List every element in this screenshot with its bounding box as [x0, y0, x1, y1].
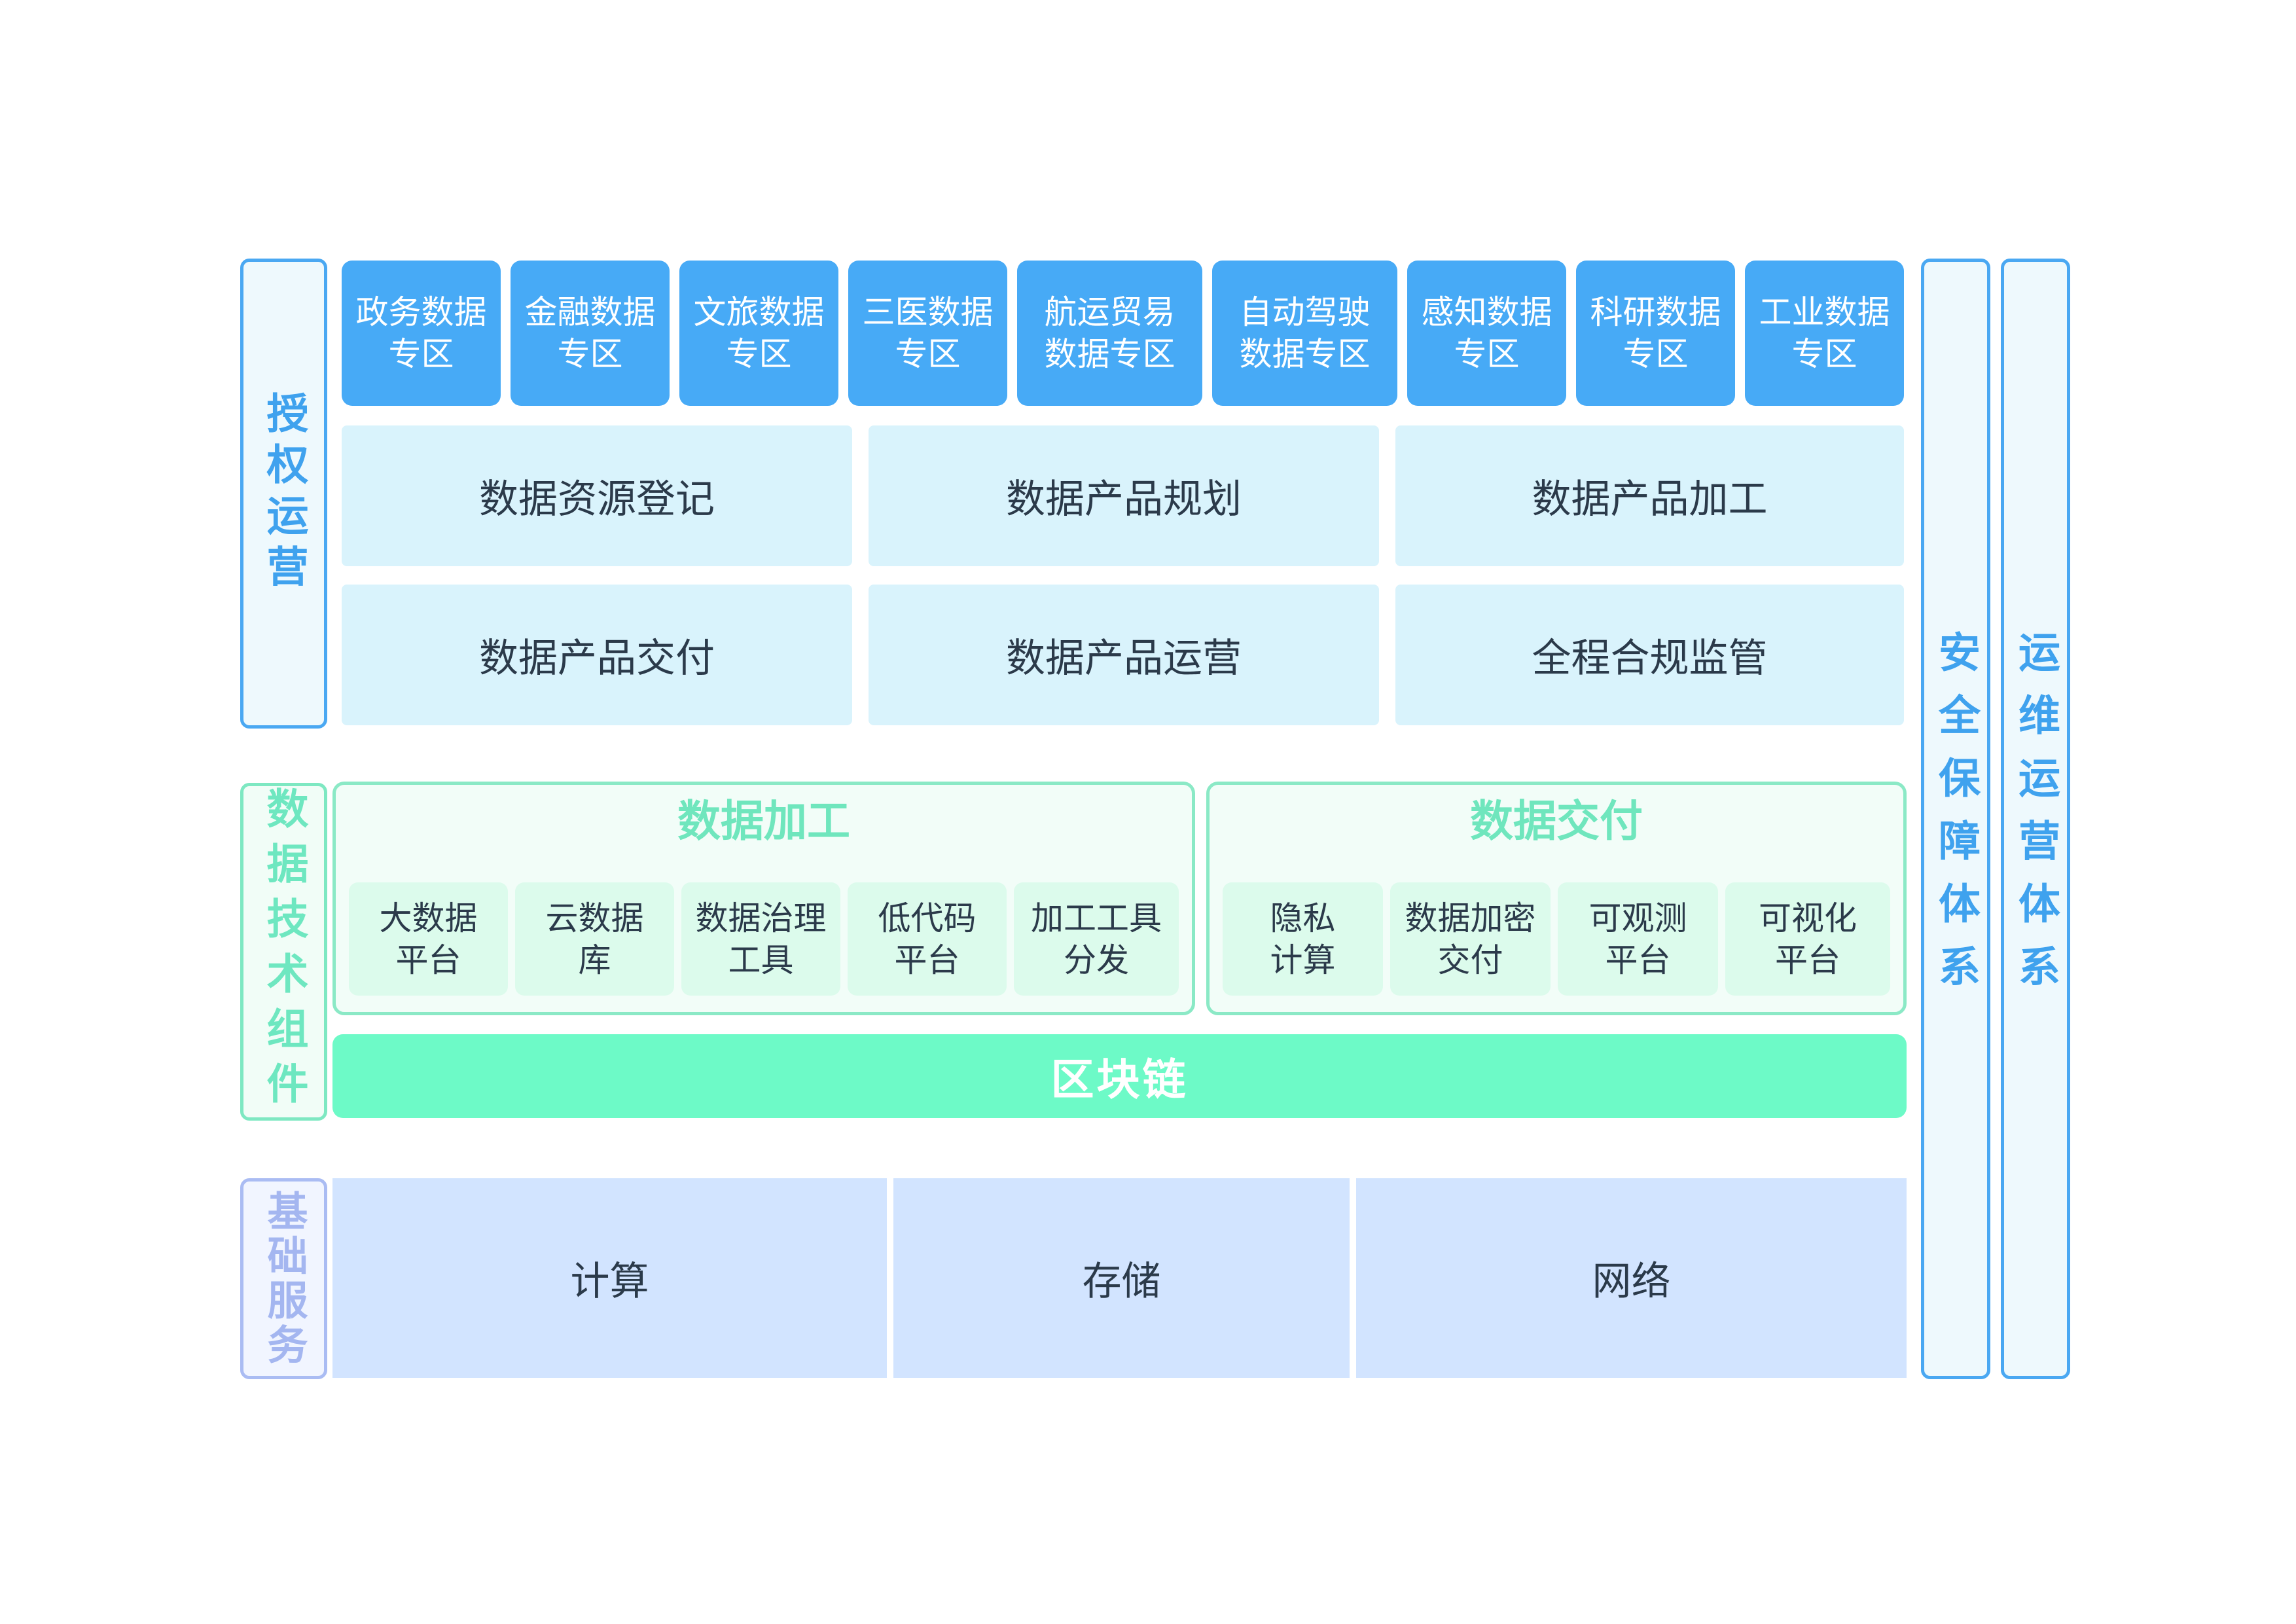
- tool-observability-platform: 可观测 平台: [1558, 882, 1718, 996]
- zone-sensing: 感知数据 专区: [1407, 261, 1566, 406]
- side-label-text: 授权运营: [259, 391, 308, 596]
- side-label-base-services: 基础服务: [240, 1178, 327, 1379]
- op-resource-registration: 数据资源登记: [342, 425, 852, 566]
- side-label-text: 运维运营体系: [2011, 630, 2060, 1007]
- zone-shipping-trade: 航运贸易 数据专区: [1017, 261, 1202, 406]
- side-label-text: 安全保障体系: [1931, 630, 1980, 1007]
- op-compliance-supervision: 全程合规监管: [1395, 585, 1904, 725]
- op-product-delivery: 数据产品交付: [342, 585, 852, 725]
- tool-encrypted-delivery: 数据加密 交付: [1390, 882, 1551, 996]
- zone-research: 科研数据 专区: [1576, 261, 1735, 406]
- base-compute: 计算: [332, 1178, 887, 1378]
- blockchain-bar: 区块链: [332, 1034, 1907, 1118]
- zone-government: 政务数据 专区: [342, 261, 501, 406]
- op-product-planning: 数据产品规划: [869, 425, 1379, 566]
- side-label-text: 数据技术组件: [259, 787, 308, 1117]
- tool-data-governance: 数据治理 工具: [681, 882, 840, 996]
- zone-finance: 金融数据 专区: [511, 261, 670, 406]
- zone-autonomous-driving: 自动驾驶 数据专区: [1212, 261, 1397, 406]
- base-storage: 存储: [893, 1178, 1350, 1378]
- op-product-operation: 数据产品运营: [869, 585, 1379, 725]
- group-title-processing: 数据加工: [677, 796, 850, 846]
- side-label-text: 基础服务: [260, 1189, 308, 1368]
- tool-cloud-database: 云数据 库: [515, 882, 674, 996]
- side-label-ops-system: 运维运营体系: [2001, 259, 2070, 1379]
- zone-medical: 三医数据 专区: [848, 261, 1007, 406]
- base-network: 网络: [1356, 1178, 1907, 1378]
- tool-processing-distribution: 加工工具 分发: [1014, 882, 1179, 996]
- zone-industrial: 工业数据 专区: [1745, 261, 1904, 406]
- tool-privacy-computing: 隐私 计算: [1223, 882, 1383, 996]
- tool-low-code-platform: 低代码 平台: [848, 882, 1007, 996]
- side-label-authorized-operation: 授权运营: [240, 259, 327, 729]
- tool-big-data-platform: 大数据 平台: [349, 882, 508, 996]
- side-label-data-tech-components: 数据技术组件: [240, 783, 327, 1121]
- group-title-delivery: 数据交付: [1470, 796, 1643, 846]
- side-label-security-system: 安全保障体系: [1921, 259, 1990, 1379]
- tool-visualization-platform: 可视化 平台: [1725, 882, 1890, 996]
- zone-culture-tourism: 文旅数据 专区: [679, 261, 838, 406]
- op-product-processing: 数据产品加工: [1395, 425, 1904, 566]
